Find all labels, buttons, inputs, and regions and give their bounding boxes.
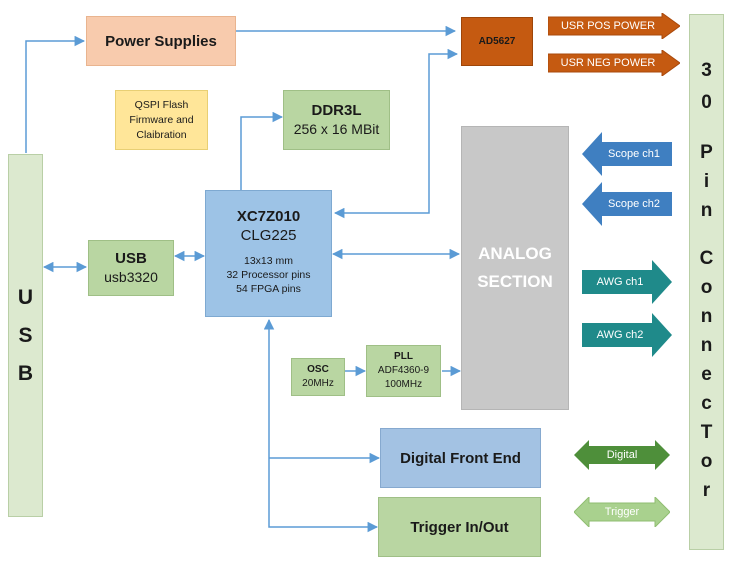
ddr3l-block: DDR3L 256 x 16 MBit [283, 90, 390, 150]
connector-char-8: n [700, 306, 713, 327]
xc7z010-name: XC7Z010 [236, 208, 301, 225]
awg-ch2-arrow: AWG ch2 [582, 313, 672, 357]
pll-block: PLL ADF4360-9 100MHz [366, 345, 441, 397]
qspi-line-3: Claibration [136, 128, 187, 141]
usr-neg-power-arrow: USR NEG POWER [548, 50, 680, 76]
connector-char-2: 0 [701, 92, 712, 113]
connector-char-13: o [700, 451, 713, 472]
ddr3l-size: 256 x 16 MBit [293, 121, 380, 137]
usb-chip-block: USB usb3320 [88, 240, 174, 296]
osc-title: OSC [307, 364, 329, 375]
usb-bus-letter-s: S [18, 323, 33, 347]
connector-char-3: P [700, 142, 713, 163]
usr-neg-power-label: USR NEG POWER [560, 57, 656, 69]
awg-ch2-label: AWG ch2 [596, 329, 644, 341]
qspi-block: QSPI Flash Firmware and Claibration [115, 90, 208, 150]
usr-pos-power-label: USR POS POWER [560, 20, 656, 32]
usb-bus-block: U S B [8, 154, 43, 517]
power-supplies-block: Power Supplies [86, 16, 236, 66]
osc-block: OSC 20MHz [291, 358, 345, 396]
connector-char-5: n [700, 200, 713, 221]
pll-freq: 100MHz [384, 379, 423, 390]
connector-char-1: 3 [701, 60, 712, 81]
xc7z010-detail-fpga: 54 FPGA pins [236, 283, 301, 295]
trigger-arrow-label: Trigger [604, 506, 640, 518]
connector-char-12: T [700, 422, 713, 443]
dfe-label: Digital Front End [400, 449, 521, 467]
usr-pos-power-arrow: USR POS POWER [548, 13, 680, 39]
scope-ch2-label: Scope ch2 [608, 198, 660, 210]
scope-ch2-arrow: Scope ch2 [582, 182, 672, 226]
analog-section-block: ANALOG SECTION [461, 126, 569, 410]
wire-to-trigger [268, 458, 379, 533]
trigger-block: Trigger In/Out [378, 497, 541, 557]
wire-xc-to-ad5627 [333, 48, 459, 219]
connector-char-7: o [700, 277, 713, 298]
connector-char-6: C [699, 248, 714, 269]
xc7z010-block: XC7Z010 CLG225 13x13 mm 32 Processor pin… [205, 190, 332, 317]
usb-bus-letter-u: U [17, 285, 34, 309]
awg-ch1-label: AWG ch1 [596, 276, 644, 288]
ad5627-label: AD5627 [478, 36, 516, 47]
scope-ch1-label: Scope ch1 [608, 148, 660, 160]
ddr3l-title: DDR3L [311, 102, 362, 119]
analog-title-2: SECTION [477, 272, 553, 291]
qspi-line-2: Firmware and [129, 113, 194, 126]
awg-ch1-arrow: AWG ch1 [582, 260, 672, 304]
scope-ch1-arrow: Scope ch1 [582, 132, 672, 176]
analog-title-1: ANALOG [478, 244, 552, 263]
digital-label: Digital [606, 449, 638, 461]
pll-part: ADF4360-9 [377, 365, 430, 376]
connector-block: 3 0 P i n C o n n e c T o r [689, 14, 724, 550]
connector-char-4: i [703, 171, 710, 192]
xc7z010-detail-size: 13x13 mm [243, 255, 294, 267]
usb-chip-part: usb3320 [104, 269, 158, 285]
wire-xc-to-ddr3l [240, 111, 284, 190]
pll-title: PLL [394, 351, 413, 362]
xc7z010-detail-proc: 32 Processor pins [226, 269, 311, 281]
osc-freq: 20MHz [302, 378, 334, 389]
xc7z010-package: CLG225 [240, 227, 297, 244]
qspi-line-1: QSPI Flash [134, 98, 189, 111]
wire-usb-to-power [25, 35, 86, 153]
ad5627-block: AD5627 [461, 17, 533, 66]
usb-bus-letter-b: B [17, 361, 34, 385]
connector-char-10: e [701, 364, 712, 385]
connector-char-9: n [700, 335, 713, 356]
connector-char-11: c [701, 393, 712, 414]
connector-char-14: r [702, 480, 711, 501]
usb-chip-title: USB [115, 250, 147, 267]
trigger-arrow: Trigger [574, 497, 670, 527]
power-supplies-label: Power Supplies [105, 32, 217, 50]
trigger-label: Trigger In/Out [410, 518, 509, 536]
digital-arrow: Digital [574, 440, 670, 470]
digital-front-end-block: Digital Front End [380, 428, 541, 488]
